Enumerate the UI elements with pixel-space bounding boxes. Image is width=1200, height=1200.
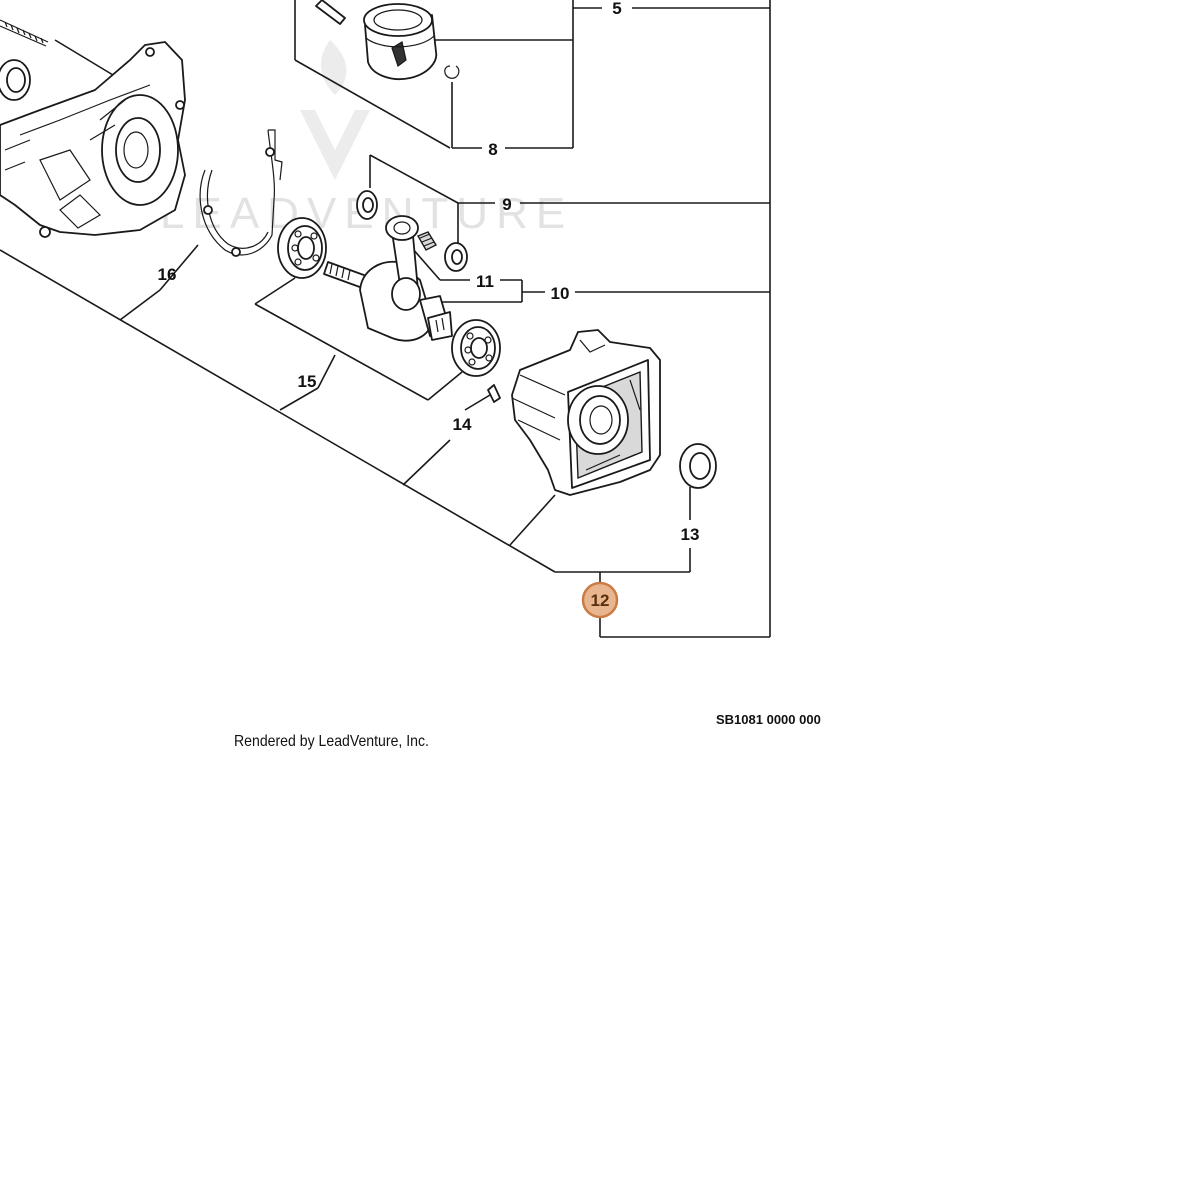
callout-13[interactable]: 13 <box>681 525 700 544</box>
callout-5-text: 5 <box>612 0 621 18</box>
highlight-circle <box>581 581 619 619</box>
crankcase-half-left <box>0 41 186 238</box>
callout-13-text: 13 <box>681 525 700 544</box>
callout-16[interactable]: 16 <box>158 265 177 284</box>
dowel-pin <box>487 384 501 403</box>
callout-14-text: 14 <box>453 415 472 434</box>
callout-11-text: 11 <box>476 272 494 291</box>
callout-15[interactable]: 15 <box>298 372 317 391</box>
callout-12-text: 12 <box>591 591 610 610</box>
callout-5[interactable]: 5 <box>604 0 630 18</box>
callout-9-text: 9 <box>502 195 511 214</box>
wrist-pin <box>315 0 346 25</box>
callout-14[interactable]: 14 <box>453 415 472 434</box>
piston <box>363 3 438 80</box>
part-number-code: SB1081 0000 000 <box>716 712 821 727</box>
callout-15-text: 15 <box>298 372 317 391</box>
callout-16-text: 16 <box>158 265 177 284</box>
threaded-stud <box>0 19 49 47</box>
shaft-seal-left <box>0 59 31 101</box>
circlip <box>444 65 460 79</box>
thrust-washer-upper <box>356 190 378 220</box>
needle-bearing <box>416 231 437 251</box>
crankshaft-assembly <box>323 215 453 342</box>
ball-bearing-left <box>277 217 327 279</box>
leader-lines <box>0 0 771 638</box>
callout-12-highlighted[interactable]: 12 <box>581 581 619 619</box>
callout-11[interactable]: 11 <box>476 272 494 291</box>
oil-seal-right <box>679 443 717 489</box>
callout-8-text: 8 <box>488 140 497 159</box>
callout-10[interactable]: 10 <box>551 284 570 303</box>
thrust-washer-lower <box>444 242 468 272</box>
callout-10-text: 10 <box>551 284 570 303</box>
ball-bearing-right <box>451 319 501 377</box>
callout-8[interactable]: 8 <box>488 140 497 159</box>
gasket <box>199 129 283 257</box>
callout-9[interactable]: 9 <box>502 195 511 214</box>
crankcase-half-right <box>511 329 661 496</box>
render-credit: Rendered by LeadVenture, Inc. <box>234 733 429 750</box>
